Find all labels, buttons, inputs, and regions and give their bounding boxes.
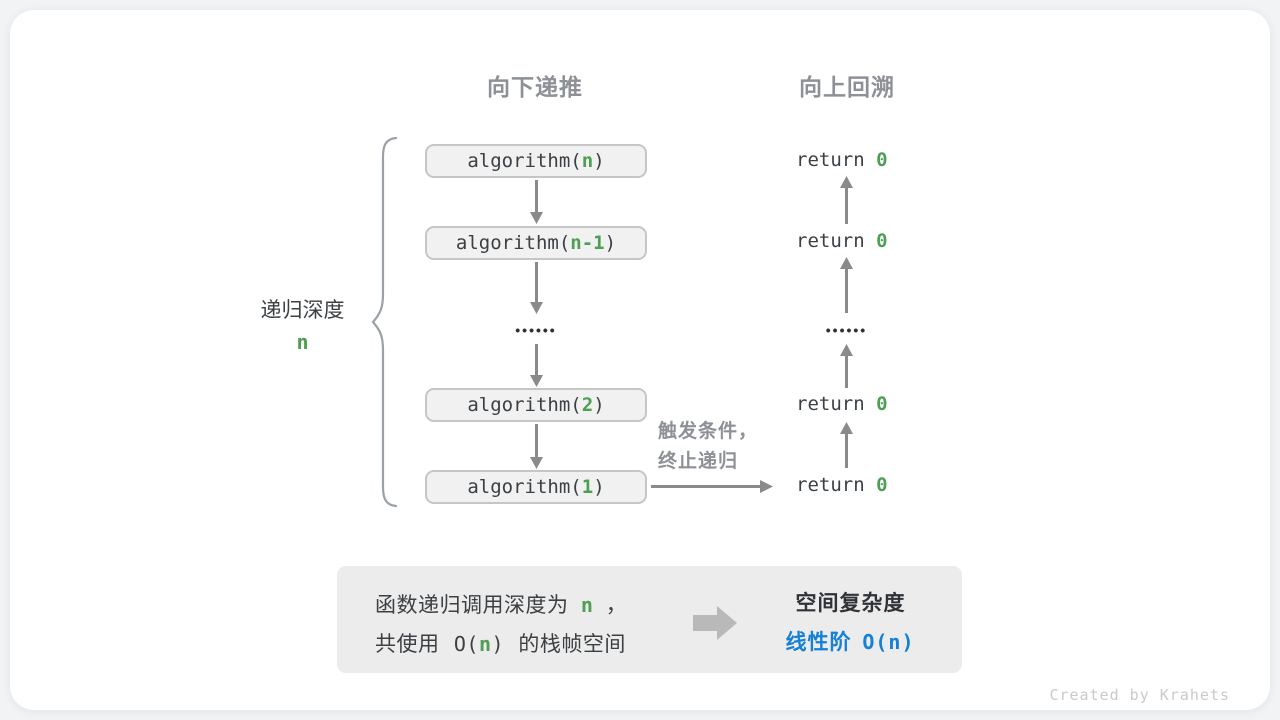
return-value: 0 bbox=[876, 149, 888, 171]
call-text: ) bbox=[604, 232, 617, 254]
call-text: algorithm( bbox=[455, 232, 571, 254]
call-text: algorithm( bbox=[467, 476, 582, 498]
summary-text: 的栈帧空间 bbox=[518, 633, 626, 656]
diagram-card: 向下递推 向上回溯 递归深度 n algorithm(n) algorithm(… bbox=[10, 10, 1270, 710]
big-o-notation: O( bbox=[453, 632, 479, 656]
space-complexity-title: 空间复杂度 bbox=[795, 592, 906, 615]
header-upward-backtrack: 向上回溯 bbox=[799, 74, 895, 100]
summary-var-n: n bbox=[580, 593, 594, 617]
call-box-n-1: algorithm(n-1) bbox=[425, 226, 647, 260]
recursion-depth-value: n bbox=[296, 330, 309, 354]
call-text: algorithm( bbox=[467, 150, 582, 172]
summary-text: 函数递归调用深度为 bbox=[375, 594, 569, 617]
summary-line1: 函数递归调用深度为 n ， bbox=[375, 589, 627, 619]
summary-var-n: n bbox=[478, 632, 492, 656]
return-statement: return 0 bbox=[796, 229, 916, 254]
ellipsis-right: •••••• bbox=[825, 322, 868, 338]
return-value: 0 bbox=[876, 474, 888, 496]
arrow-up-icon bbox=[838, 344, 855, 388]
arrow-down-icon bbox=[528, 180, 545, 224]
call-text: ) bbox=[593, 394, 605, 416]
return-value: 0 bbox=[876, 393, 888, 415]
trigger-condition-line1: 触发条件， bbox=[658, 421, 759, 442]
summary-panel bbox=[337, 566, 962, 673]
trigger-condition-line2: 终止递归 bbox=[658, 451, 739, 472]
call-box-n: algorithm(n) bbox=[425, 144, 647, 178]
arrow-up-icon bbox=[838, 257, 855, 313]
arrow-right-icon bbox=[651, 478, 773, 495]
credit-text: Created by Krahets bbox=[1049, 686, 1230, 704]
call-arg: 2 bbox=[581, 394, 594, 416]
call-text: algorithm( bbox=[467, 394, 582, 416]
arrow-down-icon bbox=[528, 262, 545, 314]
block-arrow-right-icon bbox=[693, 606, 737, 640]
summary-text: ， bbox=[605, 594, 628, 617]
call-text: ) bbox=[593, 150, 605, 172]
return-statement: return 0 bbox=[796, 473, 916, 498]
call-arg: n-1 bbox=[570, 232, 605, 254]
header-downward-recursion: 向下递推 bbox=[487, 74, 583, 100]
return-value: 0 bbox=[876, 230, 888, 252]
call-box-2: algorithm(2) bbox=[425, 388, 647, 422]
return-keyword: return bbox=[796, 393, 865, 415]
arrow-down-icon bbox=[528, 344, 545, 387]
ellipsis-left: •••••• bbox=[515, 322, 557, 338]
recursion-depth-label: 递归深度 bbox=[260, 299, 345, 322]
arrow-down-icon bbox=[528, 424, 545, 469]
return-statement: return 0 bbox=[796, 148, 916, 173]
return-keyword: return bbox=[796, 149, 865, 171]
return-statement: return 0 bbox=[796, 392, 916, 417]
call-arg: n bbox=[581, 150, 594, 172]
call-text: ) bbox=[593, 476, 605, 498]
result-big-o: O(n) bbox=[862, 630, 915, 654]
big-o-notation: ) bbox=[491, 632, 505, 656]
return-keyword: return bbox=[796, 230, 865, 252]
result-label: 线性阶 bbox=[785, 631, 852, 654]
summary-text: 共使用 bbox=[375, 633, 440, 656]
space-complexity-result: 线性阶 O(n) bbox=[752, 626, 948, 656]
arrow-up-icon bbox=[838, 176, 855, 224]
curly-brace-icon bbox=[370, 136, 398, 508]
return-keyword: return bbox=[796, 474, 865, 496]
summary-line2: 共使用 O(n) 的栈帧空间 bbox=[375, 628, 626, 658]
call-box-1: algorithm(1) bbox=[425, 470, 647, 504]
call-arg: 1 bbox=[581, 476, 594, 498]
arrow-up-icon bbox=[838, 422, 855, 468]
